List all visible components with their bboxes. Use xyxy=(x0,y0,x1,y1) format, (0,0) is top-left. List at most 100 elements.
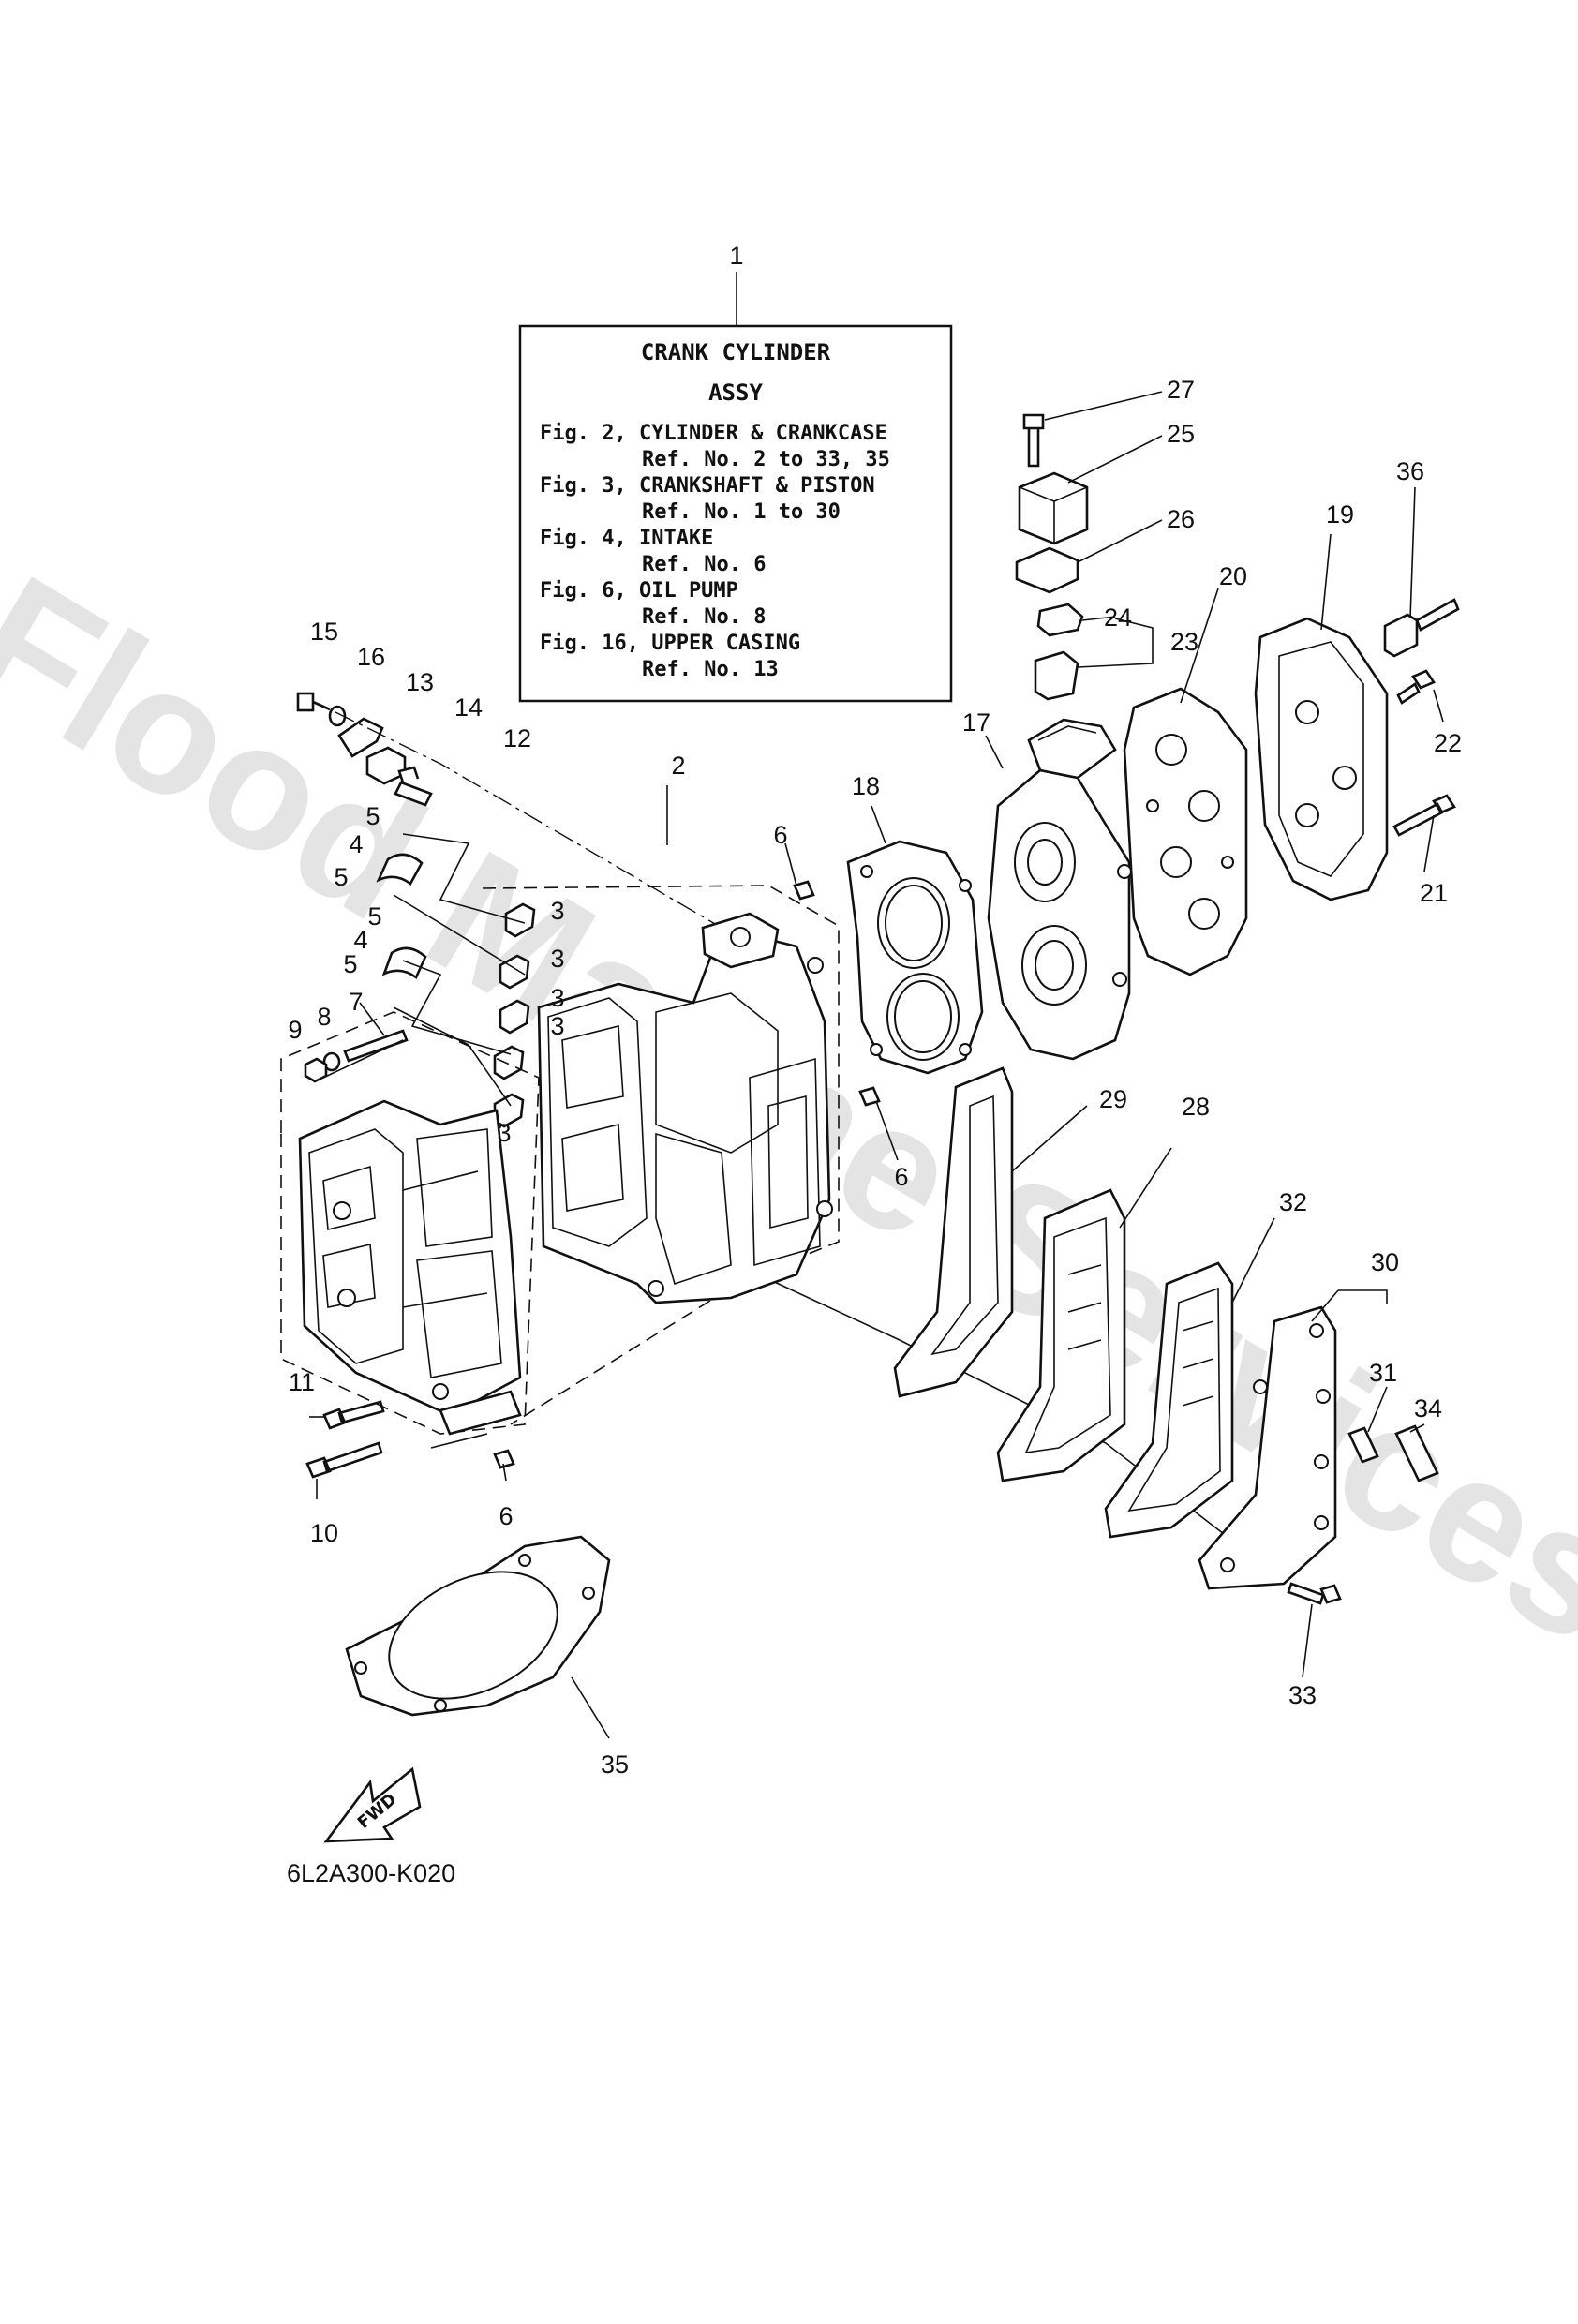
callout-9: 9 xyxy=(288,1016,302,1044)
part-31-anode xyxy=(1347,1426,1379,1464)
part-12-pin xyxy=(394,766,433,807)
part-16-washer xyxy=(328,705,347,727)
ref-box-line: Ref. No. 6 xyxy=(642,553,766,576)
callout-3: 3 xyxy=(550,897,564,925)
part-24-seal xyxy=(1036,603,1084,637)
ref-box-line: Fig. 6, OIL PUMP xyxy=(540,579,738,603)
part-21-bolt xyxy=(1392,794,1456,837)
part-6-dowels xyxy=(493,880,881,1469)
callout-1: 1 xyxy=(729,242,743,270)
callout-26: 26 xyxy=(1167,505,1195,533)
part-26-gasket xyxy=(1015,546,1079,594)
ref-box-line: Fig. 3, CRANKSHAFT & PISTON xyxy=(540,474,875,498)
callout-leaders xyxy=(309,391,1444,1739)
small-parts-left xyxy=(296,692,536,1479)
callout-3: 3 xyxy=(497,1119,511,1147)
part-30-exhaust-outer-cover xyxy=(1198,1305,1337,1590)
part-4-lower-pin xyxy=(381,946,427,980)
callout-28: 28 xyxy=(1182,1093,1210,1121)
part-8-washer xyxy=(322,1051,341,1072)
callout-7: 7 xyxy=(349,988,363,1016)
part-9-nut xyxy=(304,1057,328,1083)
callout-31: 31 xyxy=(1369,1359,1397,1387)
part-13-bracket xyxy=(337,717,384,758)
part-27-bolt xyxy=(1022,413,1045,468)
part-crankcase xyxy=(280,1011,540,1436)
part-25-thermostat-cover xyxy=(1018,471,1089,545)
ref-box-line: Fig. 2, CYLINDER & CRANKCASE xyxy=(540,422,887,445)
callout-36: 36 xyxy=(1396,457,1424,485)
callout-4: 4 xyxy=(353,926,367,954)
part-34-grommet xyxy=(1394,1424,1439,1482)
callout-19: 19 xyxy=(1326,500,1354,529)
part-32-exhaust-gasket xyxy=(1104,1261,1234,1539)
callout-3: 3 xyxy=(550,1012,564,1040)
callout-5: 5 xyxy=(343,950,357,978)
callout-14: 14 xyxy=(454,693,483,722)
callout-4: 4 xyxy=(349,830,363,858)
part-33-bolt xyxy=(1287,1582,1342,1605)
callout-11: 11 xyxy=(289,1368,315,1396)
fwd-arrow: FWD xyxy=(323,1766,422,1843)
callout-12: 12 xyxy=(503,724,531,752)
thermostat-assembly xyxy=(1015,413,1089,701)
part-19-head-cover xyxy=(1254,617,1389,901)
callout-27: 27 xyxy=(1167,376,1195,404)
callout-5: 5 xyxy=(365,802,380,830)
part-7-stud xyxy=(343,1029,409,1063)
callout-6: 6 xyxy=(894,1163,908,1191)
callout-8: 8 xyxy=(317,1003,331,1031)
part-11-bolt xyxy=(322,1400,385,1430)
callout-2: 2 xyxy=(671,752,685,780)
ref-box-line: Fig. 16, UPPER CASING xyxy=(540,632,800,655)
callout-20: 20 xyxy=(1219,562,1247,590)
part-18-head-gasket xyxy=(846,840,984,1075)
part-28-exhaust-inner-cover xyxy=(996,1188,1126,1482)
callout-5: 5 xyxy=(367,902,381,931)
callout-15: 15 xyxy=(310,618,338,646)
callout-6: 6 xyxy=(773,821,787,849)
callout-34: 34 xyxy=(1414,1394,1442,1423)
diagram-code: 6L2A300-K020 xyxy=(287,1859,455,1887)
callout-22: 22 xyxy=(1434,729,1462,757)
callout-29: 29 xyxy=(1099,1085,1127,1113)
part-4-upper-pin xyxy=(376,853,424,886)
ref-box-line: Ref. No. 2 to 33, 35 xyxy=(642,448,890,471)
callout-23: 23 xyxy=(1170,628,1198,656)
callout-6: 6 xyxy=(499,1502,513,1530)
part-22-bolt xyxy=(1396,669,1436,705)
callout-30: 30 xyxy=(1371,1248,1399,1276)
callout-35: 35 xyxy=(601,1750,629,1779)
ref-box-subtitle: ASSY xyxy=(708,380,763,406)
callout-5: 5 xyxy=(334,863,348,891)
callout-3: 3 xyxy=(550,945,564,973)
callout-3: 3 xyxy=(550,984,564,1012)
callout-17: 17 xyxy=(962,708,990,737)
callout-33: 33 xyxy=(1288,1681,1317,1709)
ref-box-title: CRANK CYLINDER xyxy=(641,339,831,365)
callout-labels: 1 2 3 3 3 3 3 4 4 5 5 5 5 6 6 6 7 8 9 10… xyxy=(288,242,1462,1779)
part-15-bolt xyxy=(296,692,331,712)
part-35-base-gasket xyxy=(345,1535,611,1717)
part-2-cylinder-block xyxy=(482,885,840,1425)
callout-18: 18 xyxy=(852,772,880,800)
part-3-screws xyxy=(493,902,536,1128)
assembly-lines xyxy=(322,711,1228,1538)
ref-box-line: Ref. No. 1 to 30 xyxy=(642,500,841,524)
callout-32: 32 xyxy=(1279,1188,1307,1216)
part-36-fitting xyxy=(1383,598,1460,658)
callout-16: 16 xyxy=(357,643,385,671)
reference-box: CRANK CYLINDER ASSY Fig. 2, CYLINDER & C… xyxy=(518,272,953,703)
part-17-cylinder-head xyxy=(987,718,1132,1061)
ref-box-line: Ref. No. 13 xyxy=(642,658,779,681)
part-20-cover-gasket xyxy=(1123,687,1248,976)
callout-10: 10 xyxy=(310,1519,338,1547)
ref-box-line: Fig. 4, INTAKE xyxy=(540,527,713,550)
callout-24: 24 xyxy=(1104,603,1132,632)
part-29-exhaust-gasket xyxy=(893,1066,1014,1398)
callout-13: 13 xyxy=(406,668,434,696)
callout-25: 25 xyxy=(1167,420,1195,448)
part-23-thermostat xyxy=(1034,650,1079,701)
callout-21: 21 xyxy=(1420,879,1448,907)
